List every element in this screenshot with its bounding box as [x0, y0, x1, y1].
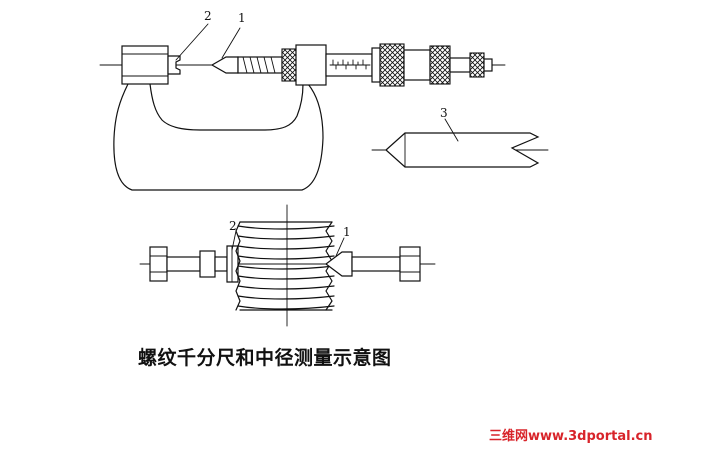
interchangeable-tip: 3	[371, 106, 549, 168]
thread-left-flank	[235, 221, 241, 311]
thread-crest	[237, 275, 335, 280]
ratchet-end	[483, 58, 493, 72]
lock-ring	[281, 48, 297, 82]
frame-hub	[295, 44, 327, 86]
leader-1-bottom	[335, 237, 345, 257]
leader-2-bottom	[231, 230, 237, 251]
label-2-bottom: 2	[229, 219, 237, 233]
label-1-bottom: 1	[343, 225, 351, 239]
label-3: 3	[440, 106, 448, 120]
sleeve-scale	[329, 59, 371, 70]
thread-crest	[237, 235, 335, 240]
right-end-block	[399, 246, 421, 282]
frame-outer	[113, 83, 324, 191]
label-1-top: 1	[238, 11, 246, 25]
leader-3	[444, 118, 459, 142]
ratchet-shaft	[449, 57, 471, 73]
left-shaft	[166, 256, 201, 272]
left-collar	[199, 250, 216, 278]
leader-2-top	[175, 23, 209, 61]
thread-crest	[237, 255, 335, 260]
left-shaft-2	[214, 256, 228, 272]
thread-crest	[237, 245, 335, 250]
thread-crest	[237, 285, 335, 290]
micrometer-top: 2 1	[99, 9, 506, 191]
cone-tip-bottom	[325, 251, 353, 277]
label-2-top: 2	[204, 9, 212, 23]
measurement-bottom: 2 1	[139, 204, 436, 327]
thread-crest	[237, 265, 335, 270]
watermark-text: 三维网www.3dportal.cn	[489, 429, 653, 444]
ratchet-knurl	[429, 45, 451, 85]
leader-1-top	[221, 27, 241, 59]
tip-body	[385, 132, 540, 168]
spindle-thread-lines	[242, 56, 276, 74]
thimble-knurl	[379, 43, 405, 87]
v-anvil-bottom	[226, 245, 239, 283]
right-shaft	[351, 256, 401, 272]
thread-crest	[237, 295, 335, 300]
anvil-block	[121, 45, 169, 85]
frame-inner	[149, 83, 304, 131]
thread-crest	[237, 305, 335, 310]
thimble-body	[403, 49, 431, 81]
thread-crest	[237, 225, 335, 230]
ratchet-cap	[469, 52, 485, 78]
threaded-workpiece	[235, 221, 335, 311]
v-anvil	[167, 55, 181, 75]
cone-tip	[210, 56, 239, 74]
diagram-caption: 螺纹千分尺和中径测量示意图	[138, 347, 392, 369]
thimble-edge	[371, 47, 381, 83]
left-end-block	[149, 246, 168, 282]
